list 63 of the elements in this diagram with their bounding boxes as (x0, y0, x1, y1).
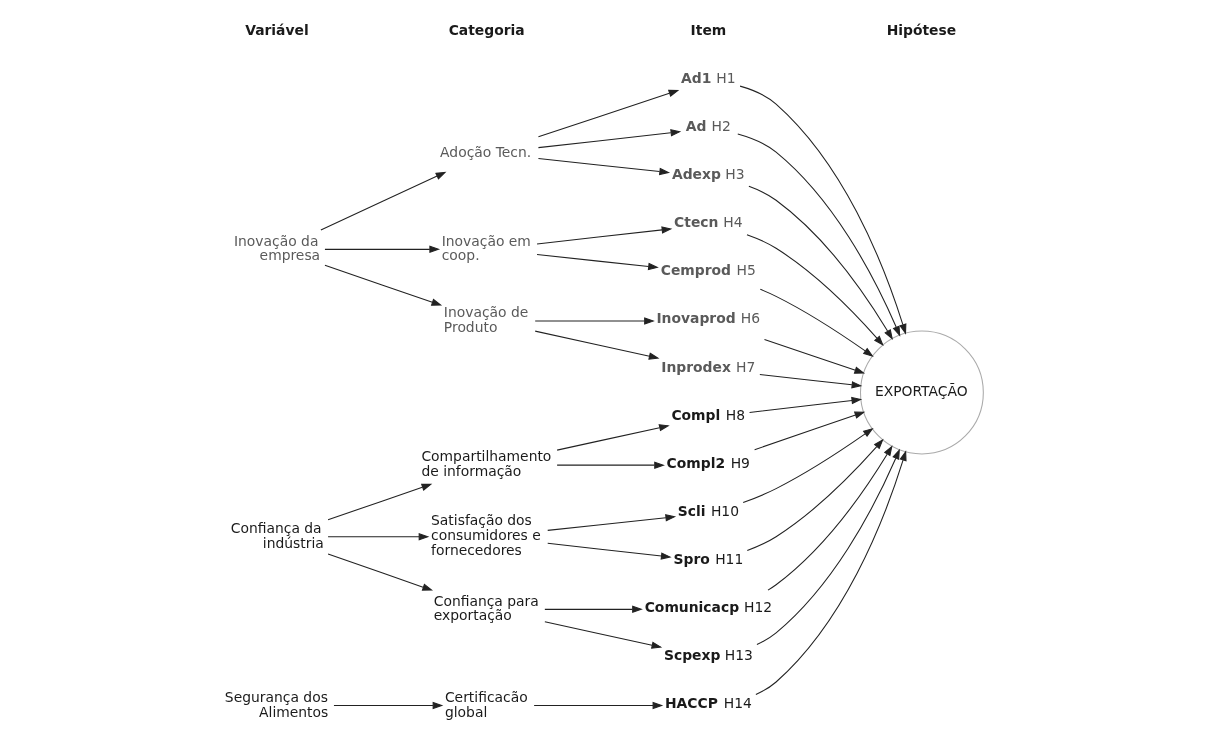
arrow (333, 701, 444, 709)
arrow (739, 85, 907, 335)
arrow (320, 171, 447, 230)
arrow (756, 448, 900, 645)
arrow (556, 423, 670, 451)
label: Item (690, 21, 727, 38)
node-text: Ad H2 (685, 117, 731, 134)
arrow (748, 185, 893, 340)
node-text: Compl2 H9 (666, 454, 750, 471)
arrow (754, 411, 866, 450)
node-text: HACCP H14 (664, 694, 752, 711)
node-text: Confiança da indústria (230, 519, 324, 551)
arrow (767, 444, 893, 591)
arrow (324, 264, 443, 306)
arrow (755, 449, 907, 695)
arrow (759, 288, 874, 357)
node-text: Ctecn H4 (674, 213, 743, 230)
arrow (537, 128, 682, 148)
node-text: Inovação de Produto (443, 303, 529, 335)
arrow (544, 605, 643, 613)
node-text: Ad1 H1 (681, 69, 736, 86)
node-text: Adoção Tecn. (440, 143, 532, 160)
arrow (536, 225, 673, 244)
arrow (749, 396, 863, 413)
node-text: Cemprod H5 (660, 261, 756, 278)
node-text: Adexp H3 (671, 165, 745, 182)
arrow (327, 552, 433, 591)
label: Categoria (448, 21, 525, 38)
arrow (534, 316, 655, 325)
node-text: Compl H8 (671, 406, 746, 423)
arrow (759, 373, 863, 388)
arrow (533, 701, 664, 709)
arrow (537, 157, 671, 175)
arrow (544, 620, 663, 649)
node-text: Certificacão global (444, 688, 528, 720)
node-text: Inovação em coop. (441, 232, 531, 263)
node-text: Confiança para exportação (433, 592, 539, 623)
arrow (746, 233, 884, 346)
arrow (556, 460, 665, 469)
arrow (537, 89, 680, 137)
arrow (536, 253, 659, 270)
arrow (327, 532, 430, 540)
node-text: Spro H11 (673, 550, 744, 567)
arrow (763, 338, 866, 374)
node-text: Compartilhamento de informação (421, 447, 552, 479)
node-text: Segurança dos Alimentos (224, 688, 329, 720)
arrow (324, 245, 441, 253)
node-text: Inovaprod H6 (656, 309, 761, 326)
node-text: Satisfação dos consumidores e fornecedores (431, 511, 541, 558)
arrow (737, 132, 901, 337)
node-text: Comunicacp H12 (644, 598, 773, 615)
node-text: Inprodex H7 (661, 358, 756, 375)
node-text: Scli H10 (677, 502, 740, 519)
arrow (742, 427, 874, 503)
arrow (327, 483, 433, 520)
node-text: Scpexp H13 (663, 646, 753, 663)
arrow (547, 542, 672, 560)
label: Hipótese (886, 21, 957, 38)
arrow (547, 513, 677, 531)
arrow (534, 330, 660, 360)
label: Variável (245, 21, 309, 38)
arrow (746, 438, 884, 551)
node-text: Inovação da empresa (233, 232, 321, 263)
